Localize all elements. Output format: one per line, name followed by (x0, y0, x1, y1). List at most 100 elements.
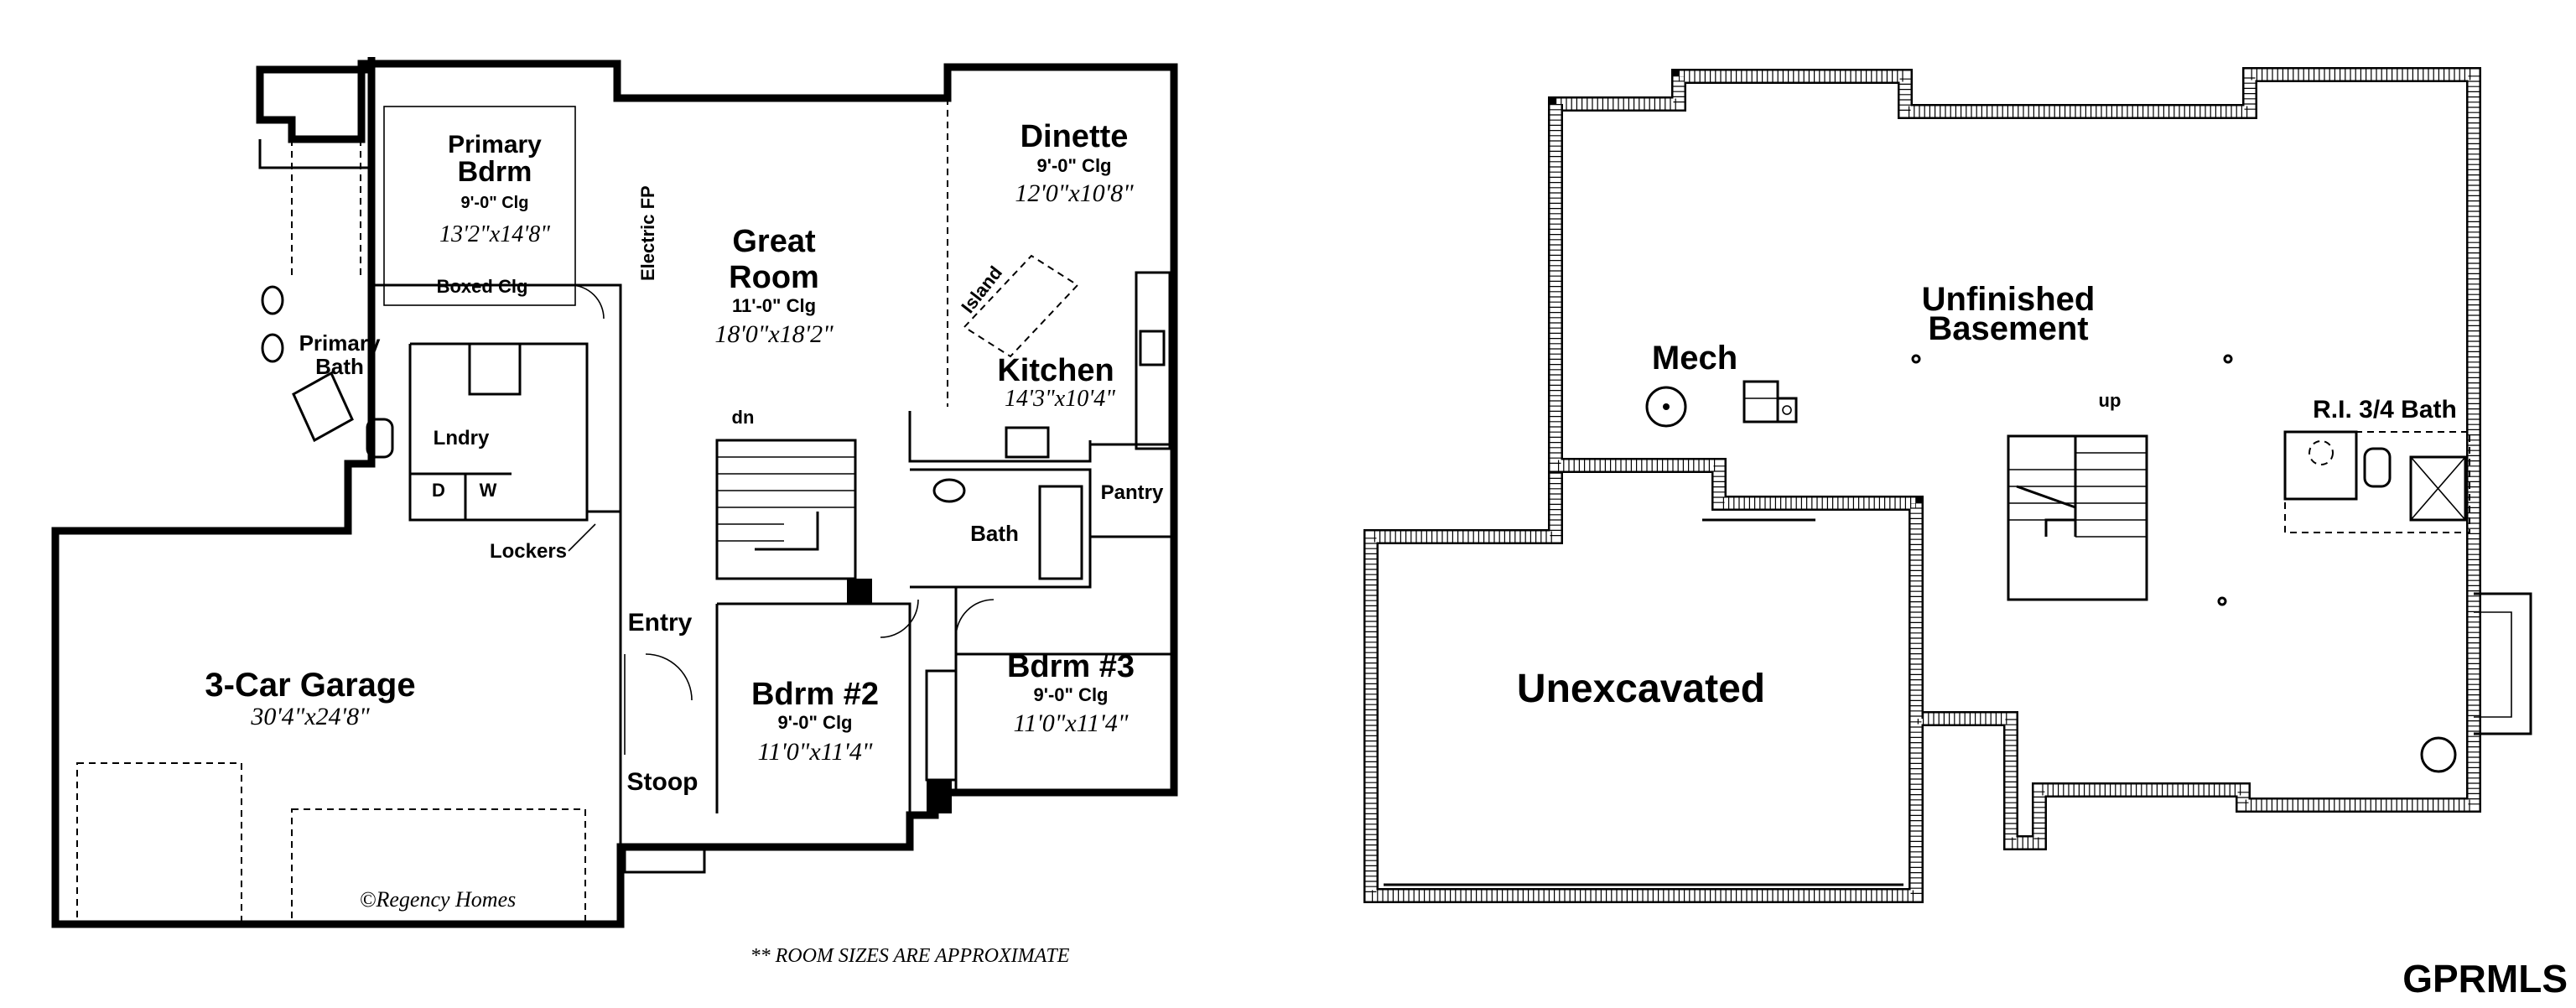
bdrm3-label: Bdrm #3 (1007, 649, 1135, 684)
garage-door-single (76, 762, 242, 923)
primary-bdrm-wall (371, 283, 622, 331)
furnace-icon (1742, 380, 1779, 423)
primary-closet-wall (258, 139, 371, 169)
great-room-size: 18'0"x18'2" (714, 320, 834, 348)
dinette-ceiling: 9'-0" Clg (1036, 155, 1111, 176)
dryer-label: D (432, 480, 445, 501)
door-swing (569, 284, 605, 320)
pantry-label: Pantry (1101, 481, 1164, 504)
washer-label: W (480, 480, 497, 501)
bdrm2-label: Bdrm #2 (751, 677, 879, 712)
door-swing (955, 599, 995, 638)
island-outline (963, 254, 1079, 358)
main-stair-treads (717, 456, 855, 542)
sump-pit-icon (2420, 736, 2457, 773)
bdrm2-size: 11'0"x11'4" (758, 738, 873, 766)
main-floor-plan (51, 57, 1178, 928)
basement-stair-treads (2008, 452, 2147, 538)
kitchen-sink-icon (1139, 330, 1166, 366)
bdrm2-ceiling: 9'-0" Clg (777, 712, 852, 733)
pantry-wall (1090, 443, 1176, 538)
ri-bath-label: R.I. 3/4 Bath (2313, 396, 2457, 423)
support-post (2223, 354, 2233, 364)
primary-bdrm-label: Primary (448, 131, 542, 158)
entry-label: Entry (628, 609, 693, 636)
garage-door-double (291, 808, 586, 923)
garage-label: 3-Car Garage (205, 667, 415, 704)
great-room-ceiling: 11'-0" Clg (732, 295, 816, 316)
wall-pier (927, 780, 952, 813)
basement-foundation-wall (1363, 67, 2481, 903)
stair-down-label: dn (732, 407, 755, 428)
ri-bath-toilet (2363, 447, 2392, 488)
stoop-step (623, 845, 706, 874)
primary-bath-label-2: Bath (315, 354, 364, 379)
unfinished-basement-label-2: Basement (1928, 310, 2088, 347)
entry-door-swing (645, 653, 693, 701)
main-floor-labels: Primary Bdrm 9'-0" Clg 13'2"x14'8" Boxed… (205, 119, 1164, 967)
lockers-label: Lockers (490, 540, 567, 563)
main-stair (715, 439, 857, 580)
primary-bdrm-ceiling: 9'-0" Clg (461, 194, 529, 212)
great-room-label-2: Room (729, 260, 819, 295)
primary-bdrm-size: 13'2"x14'8" (439, 221, 550, 247)
mech-label: Mech (1652, 340, 1737, 377)
unfinished-basement-label: Unfinished (1922, 281, 2096, 318)
stoop-label: Stoop (627, 768, 699, 796)
door-swing (880, 599, 919, 638)
kitchen-size: 14'3"x10'4" (1005, 386, 1115, 412)
kitchen-counter (908, 411, 1092, 463)
ri-bath-shower (2409, 455, 2467, 522)
bdrm3-ceiling: 9'-0" Clg (1033, 684, 1108, 705)
great-room-label: Great (732, 224, 816, 259)
bath-label: Bath (970, 521, 1019, 546)
sink-bowl (261, 285, 284, 315)
garage-size: 30'4"x24'8" (250, 703, 370, 730)
toilet-icon (366, 418, 394, 459)
dinette-size: 12'0"x10'8" (1015, 179, 1134, 207)
corner-shower (292, 371, 354, 443)
stair-up-label: up (2099, 390, 2122, 411)
wall-pier (847, 579, 872, 604)
stair-arrow (2044, 518, 2075, 537)
electric-fp-label: Electric FP (637, 185, 658, 281)
support-post (1911, 354, 1921, 364)
water-heater-icon (1645, 386, 1687, 428)
ri-bath-outline (2284, 431, 2470, 533)
furnace-unit-icon (1776, 397, 1798, 423)
hall-wall (717, 602, 911, 830)
basement-plan (1363, 67, 2532, 903)
primary-bdrm-label-2: Bdrm (458, 156, 532, 188)
unexcavated-wall (1548, 104, 1924, 719)
dinette-label: Dinette (1021, 119, 1129, 154)
main-floor-exterior-wall (51, 57, 1178, 928)
range-icon (1005, 426, 1050, 459)
basement-labels: Unfinished Basement Mech up R.I. 3/4 Bat… (1517, 281, 2457, 711)
ri-bath-sink (2309, 440, 2334, 465)
unexcavated-label: Unexcavated (1517, 667, 1765, 711)
disclaimer-note: ** ROOM SIZES ARE APPROXIMATE (750, 945, 1070, 967)
kitchen-counter-side (1135, 271, 1171, 450)
stair-closet (468, 344, 522, 396)
stair-break-line (2016, 485, 2076, 509)
watermark-label: GPRMLS (2402, 957, 2568, 1000)
bath-sink (932, 478, 966, 503)
window-well (2474, 592, 2532, 735)
laundry-label: Lndry (434, 427, 490, 449)
laundry-wall (408, 342, 589, 522)
primary-bath-label: Primary (299, 330, 381, 356)
sink-bowl (261, 333, 284, 363)
boxed-ceiling-outline (383, 106, 576, 306)
lockers-leader (568, 523, 596, 552)
bdrm-closet (925, 669, 958, 782)
bath-wall (910, 468, 1092, 589)
bdrm3-size: 11'0"x11'4" (1014, 709, 1129, 737)
bathtub-icon (1038, 485, 1083, 580)
stair-arrow (755, 512, 819, 551)
boxed-ceiling-note: Boxed Clg (437, 276, 528, 297)
copyright-note: ©Regency Homes (360, 887, 517, 912)
basement-stair (2007, 434, 2148, 601)
support-post (2217, 596, 2227, 606)
